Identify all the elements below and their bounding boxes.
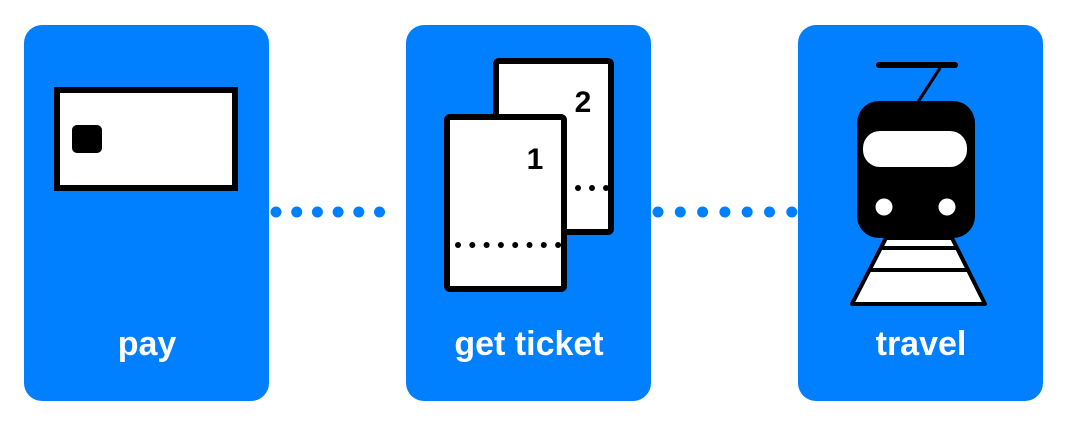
dot: [540, 242, 547, 248]
dot: [497, 242, 504, 248]
step-get-ticket: 2 1 get ticket: [406, 25, 651, 401]
dot: [353, 206, 365, 218]
dot: [764, 206, 775, 218]
ticket-number: 1: [527, 143, 544, 176]
dot: [719, 206, 731, 218]
dot: [555, 242, 562, 248]
dot: [332, 206, 344, 218]
dot: [786, 206, 798, 218]
dot: [291, 206, 303, 218]
dot: [589, 185, 595, 191]
dot: [652, 206, 664, 218]
dot: [374, 206, 385, 218]
tram-icon: [850, 62, 987, 306]
dot: [512, 242, 519, 248]
dot: [483, 242, 490, 248]
dot: [603, 185, 609, 191]
dot: [697, 206, 709, 218]
dot: [526, 242, 533, 248]
dot: [455, 242, 461, 248]
tickets-icon: 2 1: [444, 58, 614, 292]
dot: [741, 206, 753, 218]
connector-pay-to-ticket: [270, 206, 385, 218]
dot: [469, 242, 476, 248]
dot: [311, 206, 323, 218]
step-pay: pay: [24, 25, 269, 401]
ticket-number: 2: [575, 86, 592, 119]
credit-card-icon: [54, 87, 238, 191]
step-travel: travel: [798, 25, 1043, 401]
step-label: travel: [876, 325, 967, 363]
step-label: get ticket: [454, 325, 603, 363]
step-label: pay: [118, 325, 177, 363]
dot: [270, 206, 282, 218]
dot: [575, 185, 581, 191]
dot: [674, 206, 686, 218]
ticket-1: 1: [444, 114, 567, 292]
connector-ticket-to-travel: [652, 206, 798, 218]
